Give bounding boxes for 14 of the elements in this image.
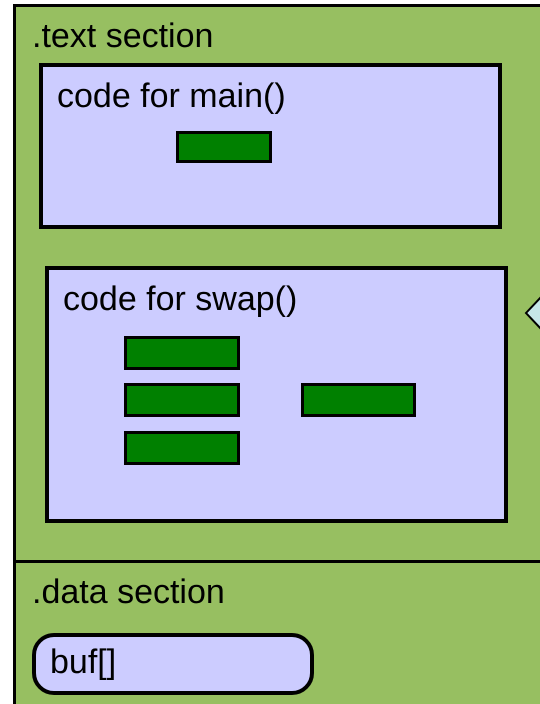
code-box [45, 266, 508, 523]
node-label: buf[] [50, 645, 116, 679]
node-label: code for swap() [63, 282, 298, 316]
code-bar [124, 336, 240, 370]
node-label: .text section [32, 19, 214, 53]
node-label: .data section [32, 575, 225, 609]
node-label: code for main() [57, 79, 286, 113]
data-box [32, 633, 314, 695]
code-box [39, 63, 502, 229]
code-bar [301, 383, 416, 417]
code-bar [124, 383, 240, 417]
section-panel [13, 560, 540, 704]
code-bar [176, 131, 272, 163]
code-bar [124, 431, 240, 465]
